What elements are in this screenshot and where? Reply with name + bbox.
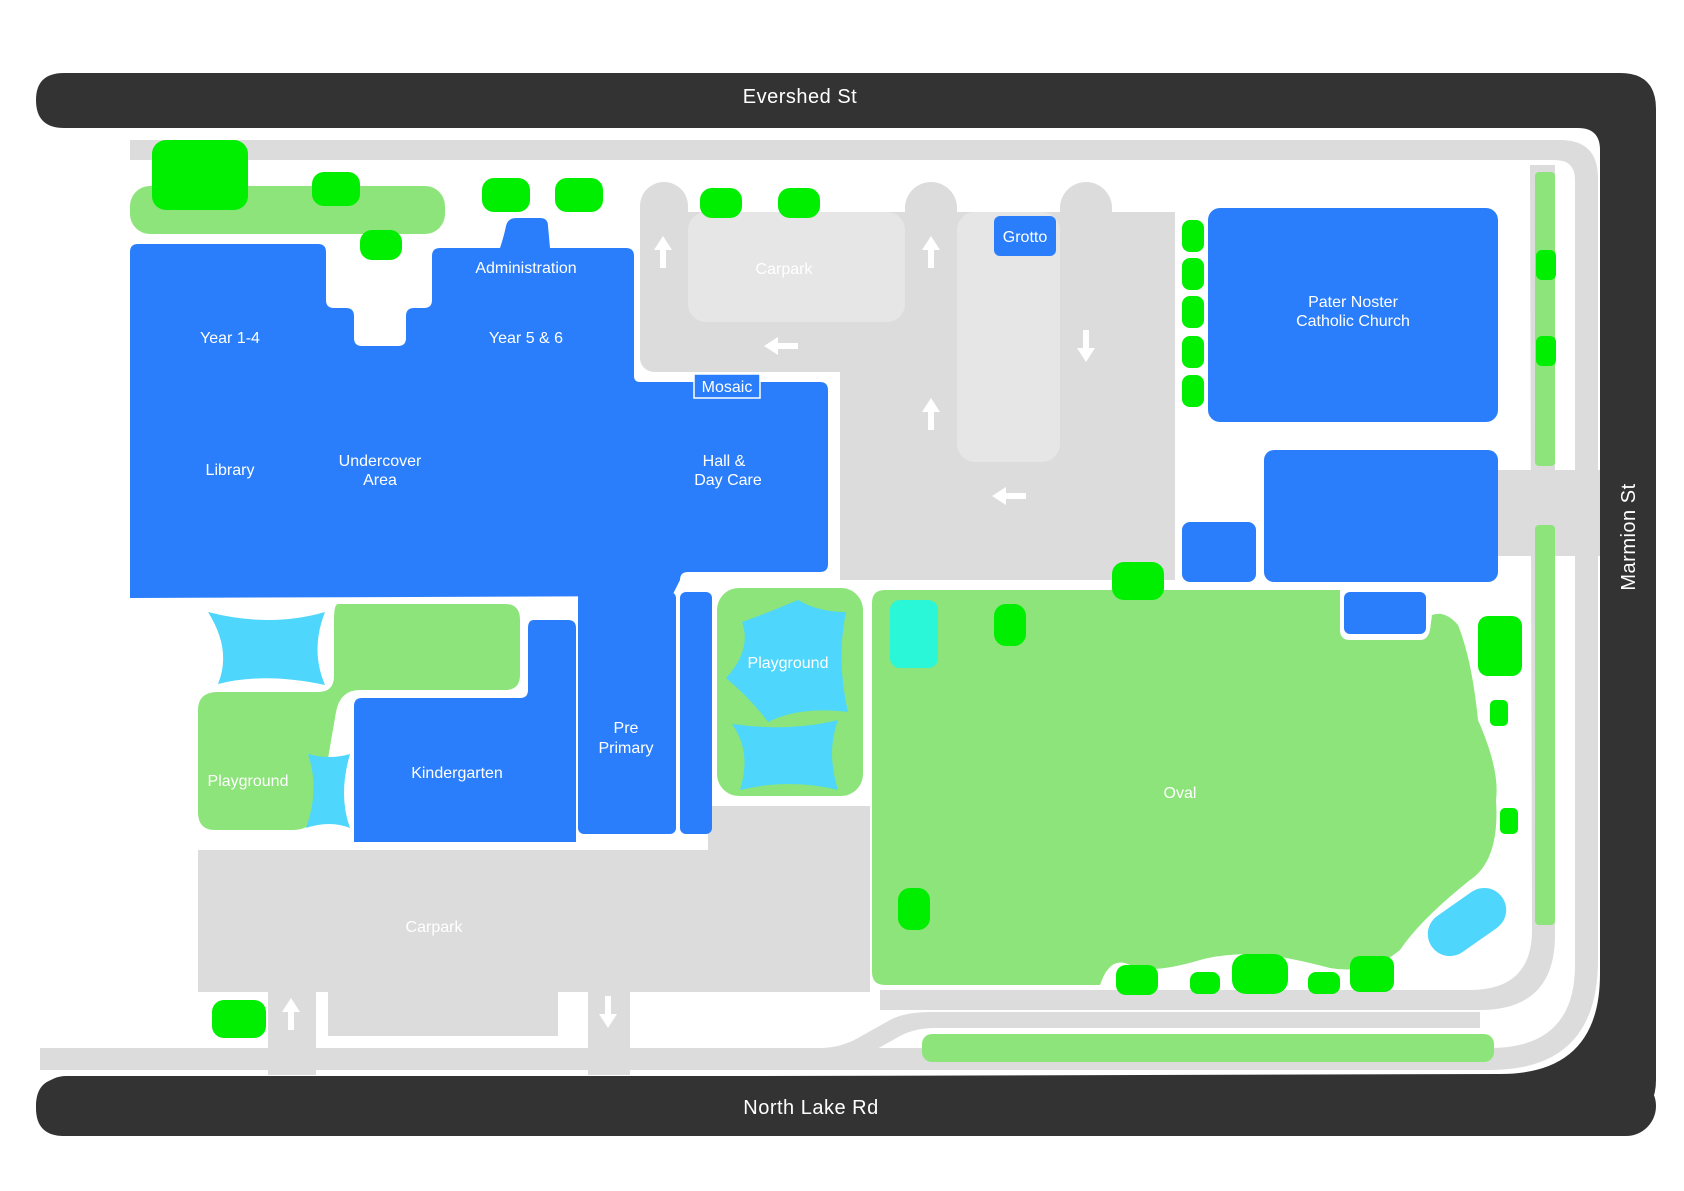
grotto-building bbox=[994, 216, 1056, 256]
pool bbox=[890, 600, 938, 668]
tree bbox=[1500, 808, 1518, 834]
label-administration: Administration bbox=[475, 260, 576, 277]
tree bbox=[1350, 956, 1394, 992]
tree bbox=[1182, 296, 1204, 328]
label-mosaic: Mosaic bbox=[702, 379, 753, 396]
shade-sail-2 bbox=[306, 754, 350, 828]
label-library: Library bbox=[206, 462, 255, 479]
label-carpark-top: Carpark bbox=[756, 261, 814, 278]
tree bbox=[1478, 616, 1522, 676]
tree bbox=[1232, 954, 1288, 994]
label-preprimary-1: Pre bbox=[614, 720, 639, 737]
tree bbox=[898, 888, 930, 930]
church-annex-large bbox=[1264, 450, 1498, 582]
arrow-up-icon bbox=[654, 236, 672, 268]
tree bbox=[1308, 972, 1340, 994]
shade-sails bbox=[208, 600, 1507, 957]
grass-areas bbox=[130, 172, 1555, 1062]
shade-sail-1 bbox=[208, 612, 325, 685]
shade-sail-4 bbox=[732, 720, 838, 790]
tree bbox=[1536, 336, 1556, 366]
road-north-lake bbox=[36, 1076, 1656, 1136]
label-oval: Oval bbox=[1164, 785, 1197, 802]
church-building bbox=[1208, 208, 1498, 422]
tree bbox=[1182, 375, 1204, 407]
oval-shed bbox=[1344, 592, 1426, 634]
roads bbox=[36, 73, 1656, 1136]
tree bbox=[152, 140, 248, 210]
label-undercover-1: Undercover bbox=[339, 453, 422, 470]
water-feature bbox=[1427, 887, 1507, 957]
arrow-down-icon bbox=[1077, 330, 1095, 362]
grass-east-strip-bottom bbox=[1535, 525, 1555, 925]
label-playground-left: Playground bbox=[208, 773, 289, 790]
label-carpark-bottom: Carpark bbox=[406, 919, 464, 936]
road-label-evershed: Evershed St bbox=[743, 86, 857, 108]
kindergarten-building bbox=[354, 620, 576, 842]
tree bbox=[482, 178, 530, 212]
preprimary-building bbox=[578, 592, 676, 834]
label-hall-2: Day Care bbox=[694, 472, 762, 489]
road-label-marmion: Marmion St bbox=[1618, 483, 1640, 590]
label-church-1: Pater Noster bbox=[1308, 294, 1398, 311]
grass-south-strip bbox=[922, 1034, 1494, 1062]
traffic-arrows bbox=[282, 236, 1095, 1030]
label-year-5-6: Year 5 & 6 bbox=[489, 330, 563, 347]
tree bbox=[700, 188, 742, 218]
church-annex-small bbox=[1182, 522, 1256, 582]
label-hall-1: Hall & bbox=[703, 453, 746, 470]
preprimary-annex bbox=[680, 592, 712, 834]
shade-sail-3 bbox=[726, 600, 848, 722]
label-playground-center: Playground bbox=[748, 655, 829, 672]
tree bbox=[1112, 562, 1164, 600]
arrow-down-icon bbox=[599, 996, 617, 1028]
carpark-top-islands bbox=[688, 212, 1060, 462]
tree bbox=[212, 1000, 266, 1038]
carpark-bottom bbox=[198, 806, 870, 1036]
oval-grass bbox=[872, 590, 1497, 985]
tree bbox=[994, 604, 1026, 646]
road-label-north-lake: North Lake Rd bbox=[743, 1097, 878, 1119]
label-year-1-4: Year 1-4 bbox=[200, 330, 260, 347]
tree bbox=[1182, 258, 1204, 290]
tree bbox=[1116, 965, 1158, 995]
mosaic-plate bbox=[693, 373, 761, 399]
label-church-2: Catholic Church bbox=[1296, 313, 1410, 330]
tree bbox=[1182, 220, 1204, 252]
tree bbox=[312, 172, 360, 206]
arrow-up-icon bbox=[282, 998, 300, 1030]
south-path-bend bbox=[40, 1012, 1480, 1066]
tree bbox=[1490, 700, 1508, 726]
label-grotto: Grotto bbox=[1003, 229, 1048, 246]
arrow-up-icon bbox=[922, 398, 940, 430]
label-undercover-2: Area bbox=[363, 472, 397, 489]
arrow-up-icon bbox=[922, 236, 940, 268]
arrow-left-icon bbox=[992, 487, 1026, 505]
tree bbox=[360, 230, 402, 260]
grass-east-strip-top bbox=[1535, 172, 1555, 466]
arrow-left-icon bbox=[764, 337, 798, 355]
label-preprimary-2: Primary bbox=[598, 740, 653, 757]
playground-left-grass bbox=[198, 604, 520, 830]
tree bbox=[1190, 972, 1220, 994]
buildings bbox=[130, 208, 1498, 842]
tree bbox=[1536, 250, 1556, 280]
tree bbox=[555, 178, 603, 212]
label-kindergarten: Kindergarten bbox=[411, 765, 503, 782]
tree bbox=[1182, 336, 1204, 368]
trees bbox=[152, 140, 1556, 1038]
main-building bbox=[130, 218, 828, 598]
tree bbox=[778, 188, 820, 218]
